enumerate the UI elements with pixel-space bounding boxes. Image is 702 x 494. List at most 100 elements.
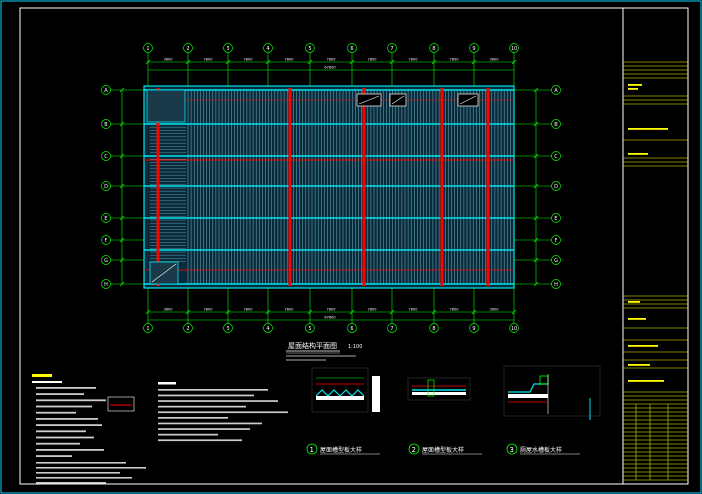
axis-bubble (387, 43, 397, 53)
dimension-tick (349, 59, 355, 65)
dimension-tick (225, 59, 231, 65)
axis-bubble (143, 323, 153, 333)
axis-bubble (551, 181, 561, 191)
detail-2-number: 2 (412, 446, 416, 454)
dimension-tick (145, 309, 151, 315)
note-line (36, 455, 72, 457)
roof-plan (143, 85, 515, 289)
dimension-tick (533, 87, 539, 93)
note-line (36, 411, 76, 414)
axis-bubble (551, 151, 561, 161)
dimension-text: 7800 (244, 58, 253, 62)
axis-label-bottom: 9 (472, 326, 475, 332)
dimension-text: 7800 (204, 58, 213, 62)
dimension-tick (185, 309, 191, 315)
dimension-tick (471, 59, 477, 65)
detail-3-label: 厕屋水槽板大样 (520, 446, 562, 454)
title-block-text (628, 153, 648, 155)
dimension-tick (119, 153, 125, 159)
axis-label-bottom: 7 (390, 326, 393, 332)
rafter (288, 88, 292, 286)
axis-bubble (347, 43, 357, 53)
axis-label-left: B (104, 122, 108, 128)
axis-label-right: C (554, 154, 558, 160)
dimension-tick (307, 309, 313, 315)
dimension-tick (119, 121, 125, 127)
note-line (158, 394, 254, 397)
axis-bubble (429, 43, 439, 53)
dimension-tick (119, 257, 125, 263)
axis-label-right: B (554, 122, 558, 128)
note-line (158, 405, 246, 408)
dimension-tick (119, 87, 125, 93)
drawing-title: 屋面结构平面图 (288, 341, 337, 350)
axis-label-left: A (104, 88, 108, 94)
note-line (158, 411, 288, 414)
rafter (156, 88, 160, 286)
dimension-tick (265, 59, 271, 65)
drawing-scale: 1:100 (348, 344, 362, 350)
note-line (158, 433, 218, 436)
title-block-text (628, 364, 650, 366)
note-line (36, 387, 96, 389)
axis-label-top: 4 (266, 46, 269, 52)
axis-bubble (223, 323, 233, 333)
dimension-tick (431, 309, 437, 315)
axis-label-right: F (555, 238, 558, 244)
axis-bubble (263, 43, 273, 53)
note-detail-box (107, 396, 135, 412)
axis-bubble (143, 43, 153, 53)
drawing-title-group: 屋面结构平面图 1:100 (286, 341, 362, 361)
dimension-tick (533, 237, 539, 243)
axis-label-top: 3 (226, 46, 229, 52)
axis-label-top: 5 (308, 46, 311, 52)
detail-2: 2 屋面槽型板大样 (407, 377, 482, 455)
dimension-tick (185, 59, 191, 65)
dimension-text: 7800 (285, 308, 294, 312)
title-block-text (628, 301, 640, 303)
axis-label-top: 2 (186, 46, 189, 52)
axis-label-right: H (554, 282, 558, 288)
axis-bubble (183, 323, 193, 333)
dimension-tick (533, 121, 539, 127)
total-dimension-text: 67800 (324, 316, 335, 320)
title-block-text (628, 318, 646, 320)
dimension-text: 7800 (409, 308, 418, 312)
axis-label-bottom: 5 (308, 326, 311, 332)
dimension-tick (307, 59, 313, 65)
dimension-tick (119, 183, 125, 189)
axis-bubble (551, 235, 561, 245)
axis-label-top: 6 (350, 46, 353, 52)
dimension-tick (389, 59, 395, 65)
axis-bubble (101, 151, 111, 161)
note-line (36, 482, 106, 484)
axis-bubble (101, 235, 111, 245)
total-dimension-text: 67800 (324, 66, 335, 70)
dimension-tick (225, 309, 231, 315)
dimension-text: 7800 (409, 58, 418, 62)
detail-1-number: 1 (310, 446, 314, 454)
dimension-text: 7800 (327, 58, 336, 62)
axis-label-left: D (104, 184, 108, 190)
axis-label-right: G (554, 258, 558, 264)
axis-bubble (469, 323, 479, 333)
axis-label-top: 10 (511, 46, 517, 52)
axis-label-bottom: 6 (350, 326, 353, 332)
axis-bubble (263, 323, 273, 333)
axis-bubble (551, 85, 561, 95)
axis-bubble (101, 181, 111, 191)
note-line (158, 439, 242, 442)
dimension-tick (265, 309, 271, 315)
rafter (486, 88, 490, 286)
axis-label-left: H (104, 282, 108, 288)
note-line (36, 405, 92, 408)
axis-bubble (551, 213, 561, 223)
dimension-text: 3600 (164, 308, 173, 312)
note-line (36, 393, 84, 395)
axis-label-bottom: 10 (511, 326, 517, 332)
horizontal-beams (144, 89, 514, 285)
axis-label-left: E (104, 216, 107, 222)
note-line (158, 417, 228, 419)
dimension-text: 7800 (450, 308, 459, 312)
axis-bubble (429, 323, 439, 333)
